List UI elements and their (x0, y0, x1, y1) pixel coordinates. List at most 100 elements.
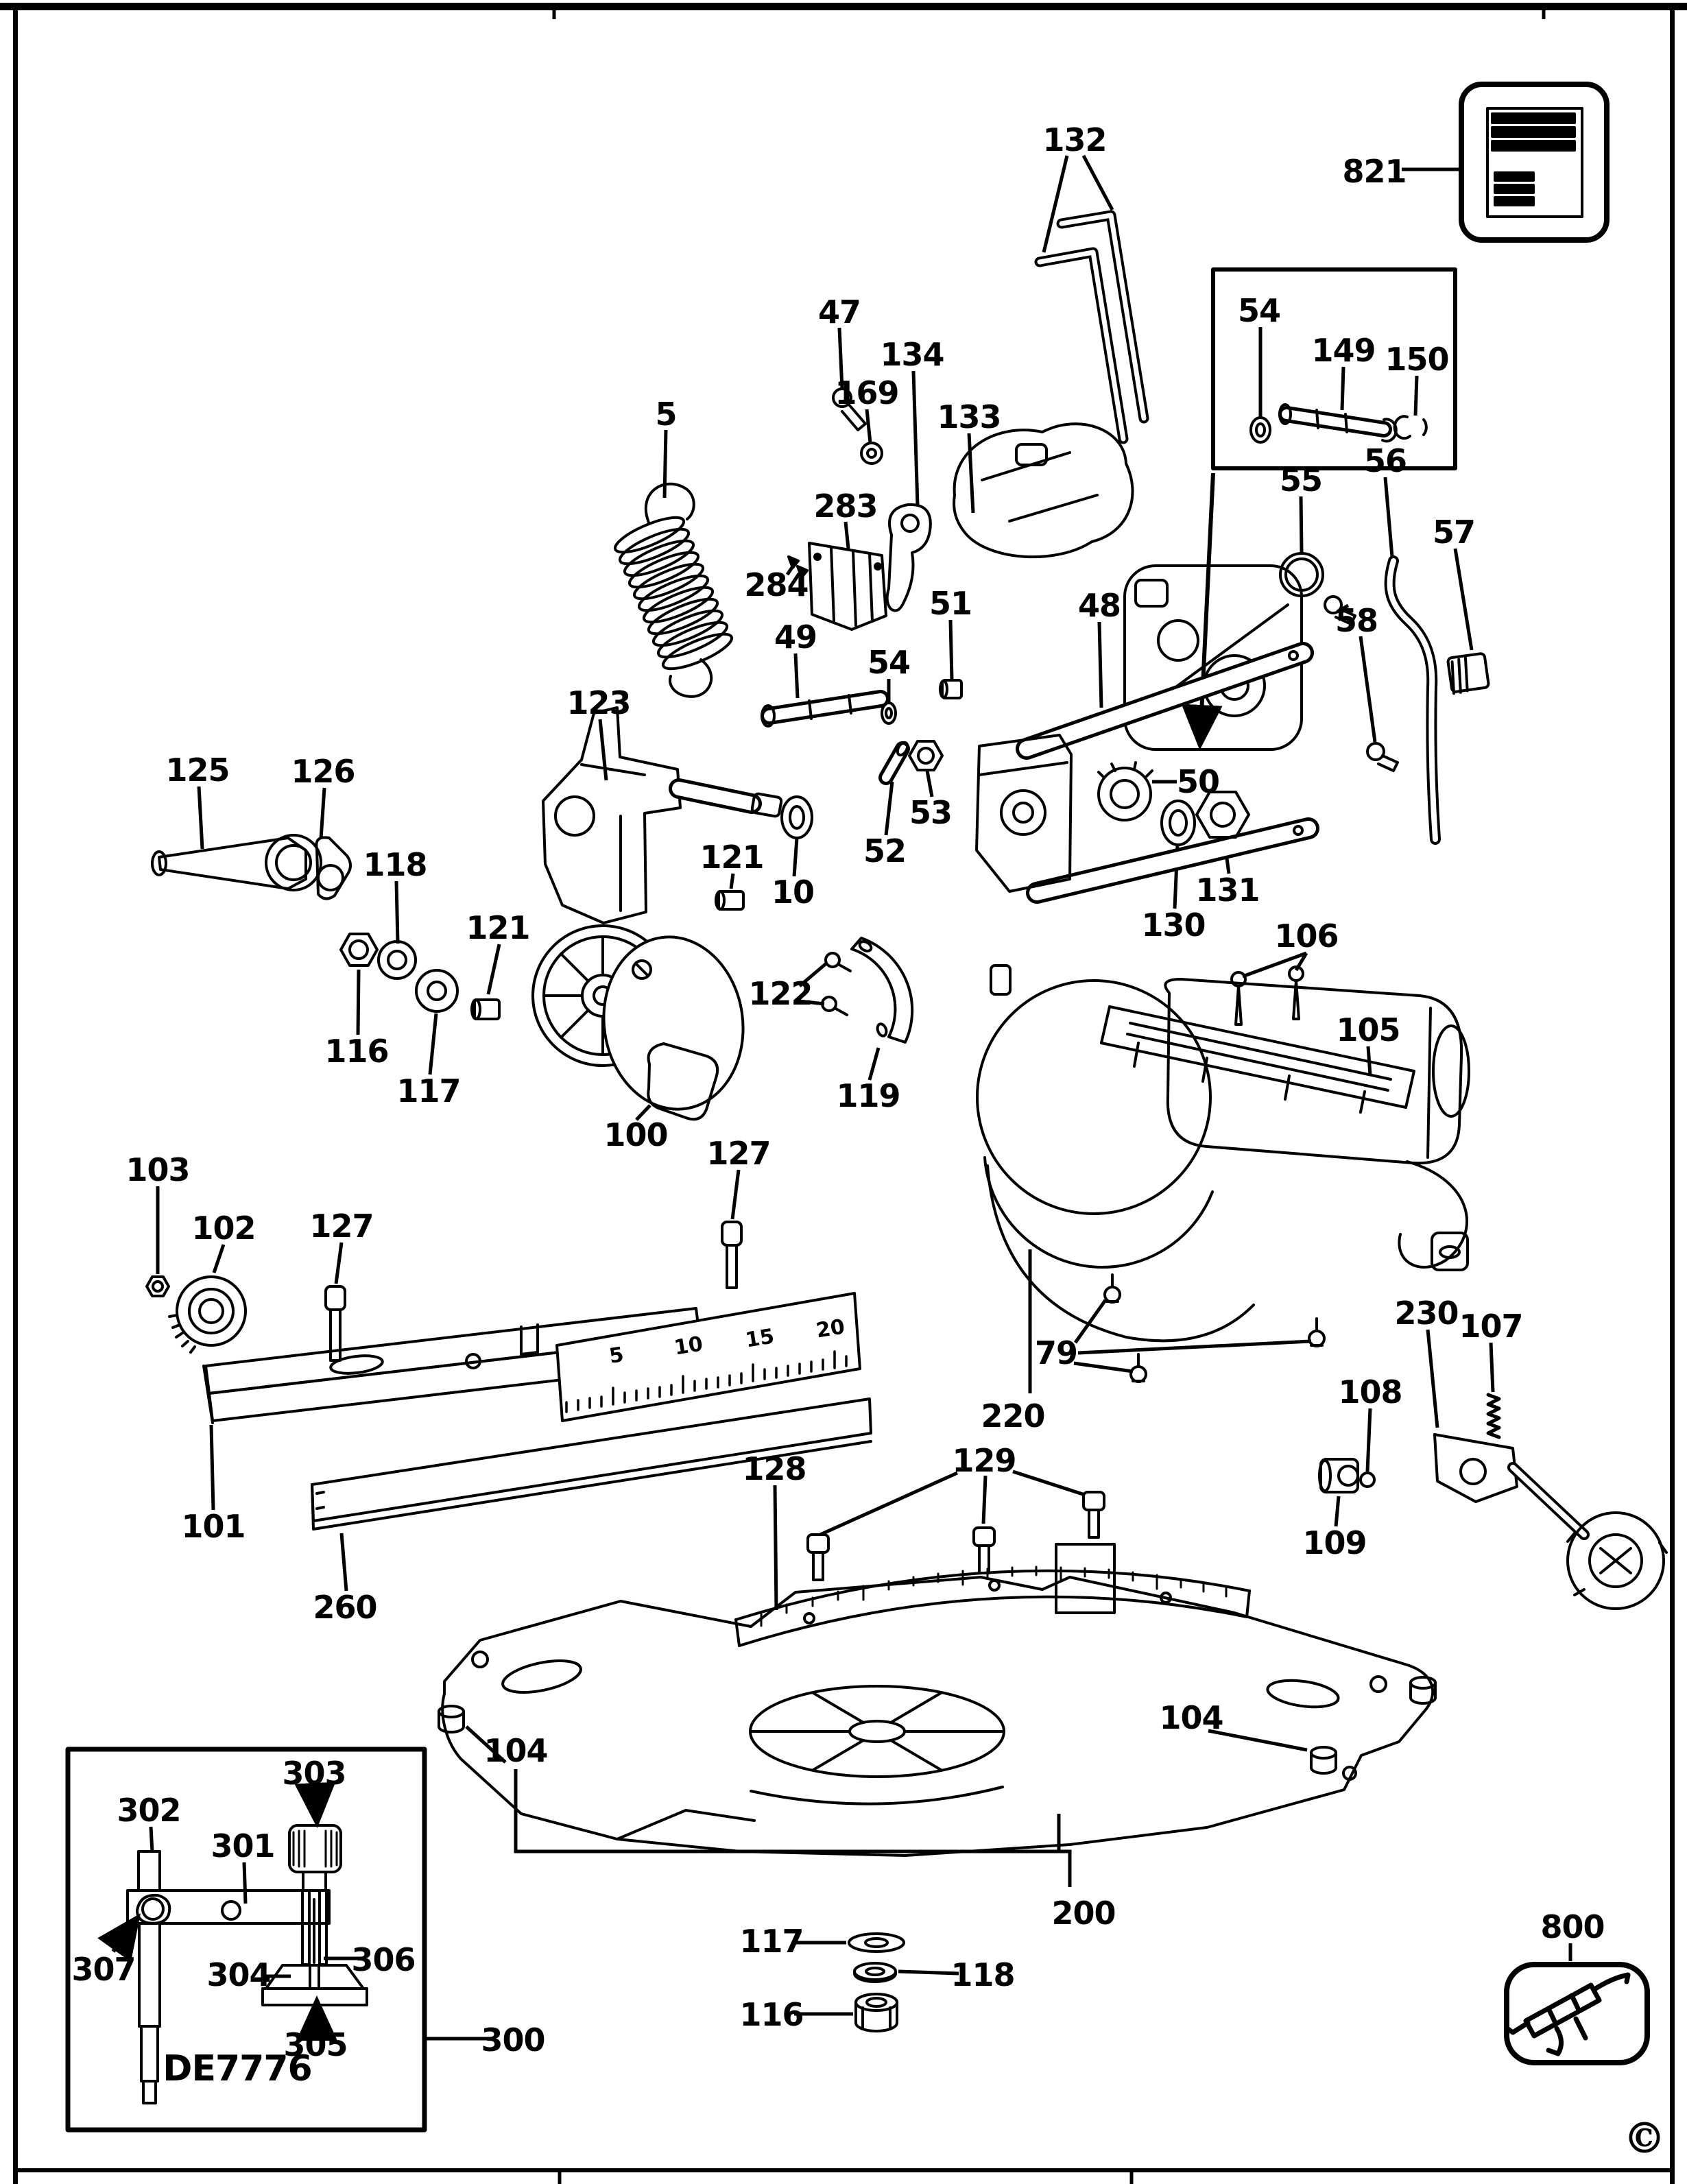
bolts-129-part (806, 1491, 1105, 1581)
screws-122-part (821, 952, 852, 1016)
callout-306: 306 (351, 1941, 416, 1978)
callout-303: 303 (282, 1755, 346, 1792)
cover-100-part (602, 935, 745, 1121)
callout-302: 302 (117, 1792, 181, 1829)
bracket-283-part (808, 542, 887, 631)
callout-126: 126 (291, 753, 355, 790)
bushing-121-mid-part (715, 890, 745, 911)
label-sticker-icon (1459, 82, 1610, 243)
callout-54: 54 (867, 644, 911, 681)
nut-50-part (1097, 761, 1153, 821)
callout-107: 107 (1459, 1308, 1523, 1345)
screws-106-part (1230, 965, 1304, 1026)
callout-149: 149 (1311, 332, 1376, 369)
clamp-inset-box (65, 1747, 427, 2133)
callout-123: 123 (566, 684, 631, 721)
tension-spring-part (613, 482, 734, 698)
screws-284-part (787, 555, 809, 579)
callout-117-bottom: 117 (739, 1923, 804, 1960)
callout-125: 125 (165, 752, 230, 789)
callout-50: 50 (1176, 763, 1220, 800)
callout-55: 55 (1279, 461, 1323, 499)
cam-126-part (315, 836, 352, 900)
callout-128: 128 (742, 1450, 806, 1487)
callout-283: 283 (813, 488, 878, 525)
ruler-plate-part (555, 1292, 861, 1422)
ruler-number-20: 20 (814, 1315, 847, 1343)
washer-169-part (860, 442, 883, 465)
callout-307: 307 (71, 1951, 136, 1988)
screws-58-part (1324, 595, 1399, 772)
cover-133-part (953, 422, 1134, 559)
screws-79-part (1103, 1273, 1326, 1383)
bolt-127-left-part (324, 1285, 346, 1362)
base-200-part (441, 1543, 1435, 1857)
callout-104-left: 104 (483, 1732, 548, 1769)
callout-121-mid: 121 (699, 839, 764, 876)
callout-129: 129 (952, 1442, 1016, 1479)
handle-125-part (151, 834, 322, 891)
callout-58: 58 (1335, 602, 1378, 639)
wire-guard-56-part (1384, 555, 1441, 845)
bolt-127-mid-part (721, 1221, 743, 1289)
arm-bracket-123-part (542, 706, 783, 924)
callout-116-bottom: 116 (739, 1996, 804, 2033)
callout-100: 100 (603, 1116, 668, 1153)
copyright-mark: © (1623, 2113, 1666, 2163)
callout-51: 51 (929, 585, 972, 622)
inset-model-label: DE7776 (163, 2048, 312, 2089)
pin-52-part (878, 741, 910, 785)
lever-134-part (885, 503, 932, 612)
callout-133: 133 (937, 398, 1001, 435)
block-57-part (1446, 652, 1490, 695)
callout-102: 102 (191, 1210, 256, 1247)
callout-54-box: 54 (1237, 292, 1281, 329)
callout-260: 260 (313, 1589, 377, 1626)
callout-300: 300 (481, 2021, 545, 2059)
callout-119: 119 (836, 1077, 900, 1114)
page-border (0, 3, 1687, 2184)
kit-box-149 (1211, 267, 1457, 470)
callout-56: 56 (1363, 442, 1407, 479)
lock-assy-230-part (1433, 1433, 1668, 1610)
pin-51-part (939, 679, 963, 699)
saw-head-housing-part (976, 964, 1470, 1343)
washer-118-left-part (377, 940, 417, 980)
callout-220: 220 (981, 1397, 1045, 1435)
callout-800: 800 (1540, 1908, 1605, 1945)
ball-108-part (1359, 1472, 1376, 1488)
callout-305: 305 (283, 2026, 348, 2063)
washer-117-bottom-part (848, 1932, 905, 1953)
ruler-number-10: 10 (672, 1332, 705, 1360)
oring-55-part (1279, 552, 1324, 597)
callout-130: 130 (1141, 907, 1206, 944)
callout-821: 821 (1342, 153, 1407, 190)
callout-105: 105 (1336, 1011, 1400, 1048)
slot-plate-105-part (1100, 1005, 1415, 1114)
caulk-gun-icon (1504, 1962, 1650, 2065)
callout-127-mid: 127 (706, 1135, 771, 1172)
callout-200: 200 (1051, 1895, 1116, 1932)
callout-49: 49 (774, 619, 817, 656)
callout-134: 134 (880, 336, 944, 373)
callout-284: 284 (744, 566, 809, 603)
callout-101: 101 (181, 1508, 246, 1545)
leader-lines (97, 154, 1572, 2041)
washer-117-left-part (415, 969, 459, 1013)
callout-131: 131 (1195, 872, 1260, 909)
callout-103: 103 (125, 1151, 190, 1188)
nut-116-left-part (339, 933, 379, 967)
callout-109: 109 (1302, 1524, 1367, 1561)
callout-5: 5 (655, 396, 677, 433)
washer-10-part (780, 795, 813, 839)
spring-107-part (1486, 1393, 1501, 1439)
callout-132: 132 (1042, 121, 1107, 158)
callout-106: 106 (1274, 917, 1339, 955)
callout-47: 47 (817, 293, 861, 331)
callout-169: 169 (835, 374, 899, 411)
callout-48: 48 (1077, 587, 1121, 624)
nut-53-part (908, 740, 944, 771)
